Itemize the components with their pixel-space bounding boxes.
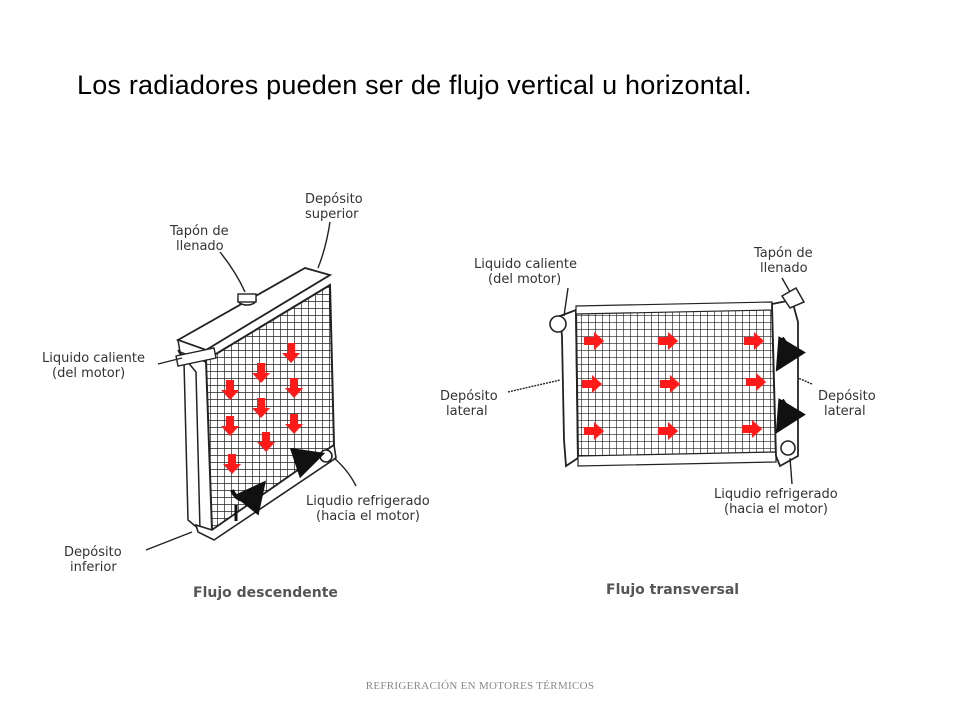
label-tapon-llenado: Tapón de llenado xyxy=(169,224,233,254)
label-liquido-refrigerado: Liqudio refrigerado (hacia el motor) xyxy=(306,494,434,524)
label-tapon-llenado-right: Tapón de llenado xyxy=(753,246,817,276)
crossflow-filler-cap xyxy=(780,286,806,309)
left-side-tank xyxy=(559,308,579,468)
caption-flujo-transversal: Flujo transversal xyxy=(606,582,739,598)
label-liquido-caliente-right: Liquido caliente (del motor) xyxy=(474,257,581,287)
label-liquido-refrigerado-right: Liqudio refrigerado (hacia el motor) xyxy=(714,487,842,517)
label-liquido-caliente: Liquido caliente (del motor) xyxy=(42,351,149,381)
label-deposito-lateral-left: Depósito lateral xyxy=(440,389,502,419)
label-deposito-lateral-right: Depósito lateral xyxy=(818,389,880,419)
caption-flujo-descendente: Flujo descendente xyxy=(193,585,338,601)
flow-arrows-down xyxy=(221,343,303,474)
downflow-radiator: Depósito superior Tapón de llenado Liqui… xyxy=(42,192,434,601)
crossflow-radiator: Liquido caliente (del motor) Tapón de ll… xyxy=(440,246,880,598)
slide-title: Los radiadores pueden ser de flujo verti… xyxy=(77,70,752,100)
slide-footer: REFRIGERACIÓN EN MOTORES TÉRMICOS xyxy=(365,680,595,692)
label-deposito-superior: Depósito superior xyxy=(305,192,367,222)
flow-arrows-right xyxy=(582,332,766,440)
label-deposito-inferior: Depósito inferior xyxy=(64,545,126,575)
